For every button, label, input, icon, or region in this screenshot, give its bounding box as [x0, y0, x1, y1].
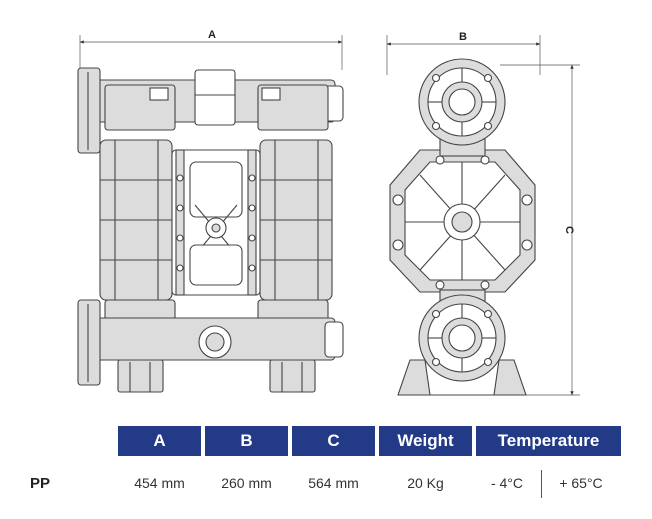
pump-front-view: [77, 67, 344, 393]
dimension-c: C: [500, 64, 580, 396]
spec-table: A B C Weight Temperature PP 454 mm 260 m…: [0, 420, 652, 510]
header-b: B: [205, 426, 288, 456]
value-c: 564 mm: [308, 475, 359, 491]
row-label-pp: PP: [30, 474, 51, 492]
dimension-a-label: A: [208, 29, 216, 41]
dimension-c-label: C: [563, 226, 575, 234]
header-temperature: Temperature: [476, 426, 621, 456]
header-a: A: [118, 426, 201, 456]
value-temp-min: - 4°C: [490, 475, 524, 491]
dimension-a: A: [79, 29, 343, 70]
dimension-b-label: B: [459, 31, 467, 43]
value-b: 260 mm: [221, 475, 272, 491]
value-temp-max: + 65°C: [559, 475, 603, 491]
value-weight: 20 Kg: [407, 475, 444, 491]
temperature-separator: [541, 470, 542, 498]
pump-side-view: [389, 58, 536, 396]
pump-technical-drawing: A B C: [77, 29, 580, 396]
value-a: 454 mm: [134, 475, 185, 491]
header-c: C: [292, 426, 375, 456]
dimension-b: B: [386, 31, 541, 75]
header-weight: Weight: [379, 426, 472, 456]
